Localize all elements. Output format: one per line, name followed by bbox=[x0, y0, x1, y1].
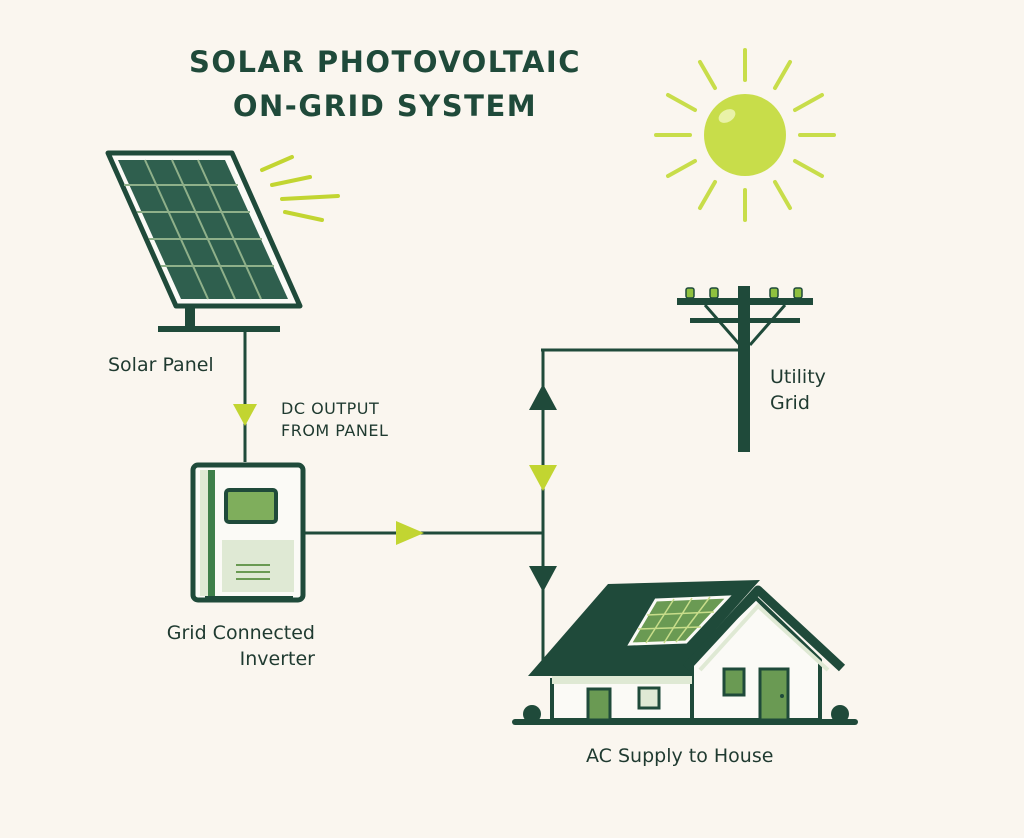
inverter-label-line-2: Inverter bbox=[239, 648, 315, 670]
sun-icon bbox=[654, 48, 836, 222]
utility-grid-label-line-2: Grid bbox=[770, 392, 810, 414]
utility-grid-label-line-1: Utility bbox=[770, 366, 826, 388]
title-line-2: ON-GRID SYSTEM bbox=[232, 89, 538, 123]
dc-output-label-line-1: DC OUTPUT bbox=[281, 399, 380, 418]
utility-pole-icon bbox=[677, 286, 813, 452]
title-line-1: SOLAR PHOTOVOLTAIC bbox=[188, 45, 582, 79]
inverter-label-line-1: Grid Connected bbox=[166, 622, 315, 644]
dc-output-label-line-2: FROM PANEL bbox=[281, 421, 389, 440]
page-title: SOLAR PHOTOVOLTAIC ON-GRID SYSTEM bbox=[150, 40, 620, 128]
utility-grid-label: Utility Grid bbox=[770, 364, 826, 416]
house-icon bbox=[512, 580, 858, 725]
solar-panel-label: Solar Panel bbox=[108, 354, 214, 376]
inverter-icon bbox=[190, 462, 306, 603]
ac-output-line bbox=[303, 521, 543, 545]
house-label: AC Supply to House bbox=[586, 745, 774, 767]
solar-panel-icon bbox=[105, 150, 340, 462]
dc-output-label: DC OUTPUT FROM PANEL bbox=[281, 398, 388, 442]
grid-bus-line bbox=[529, 348, 745, 670]
inverter-label: Grid Connected Inverter bbox=[110, 620, 315, 672]
